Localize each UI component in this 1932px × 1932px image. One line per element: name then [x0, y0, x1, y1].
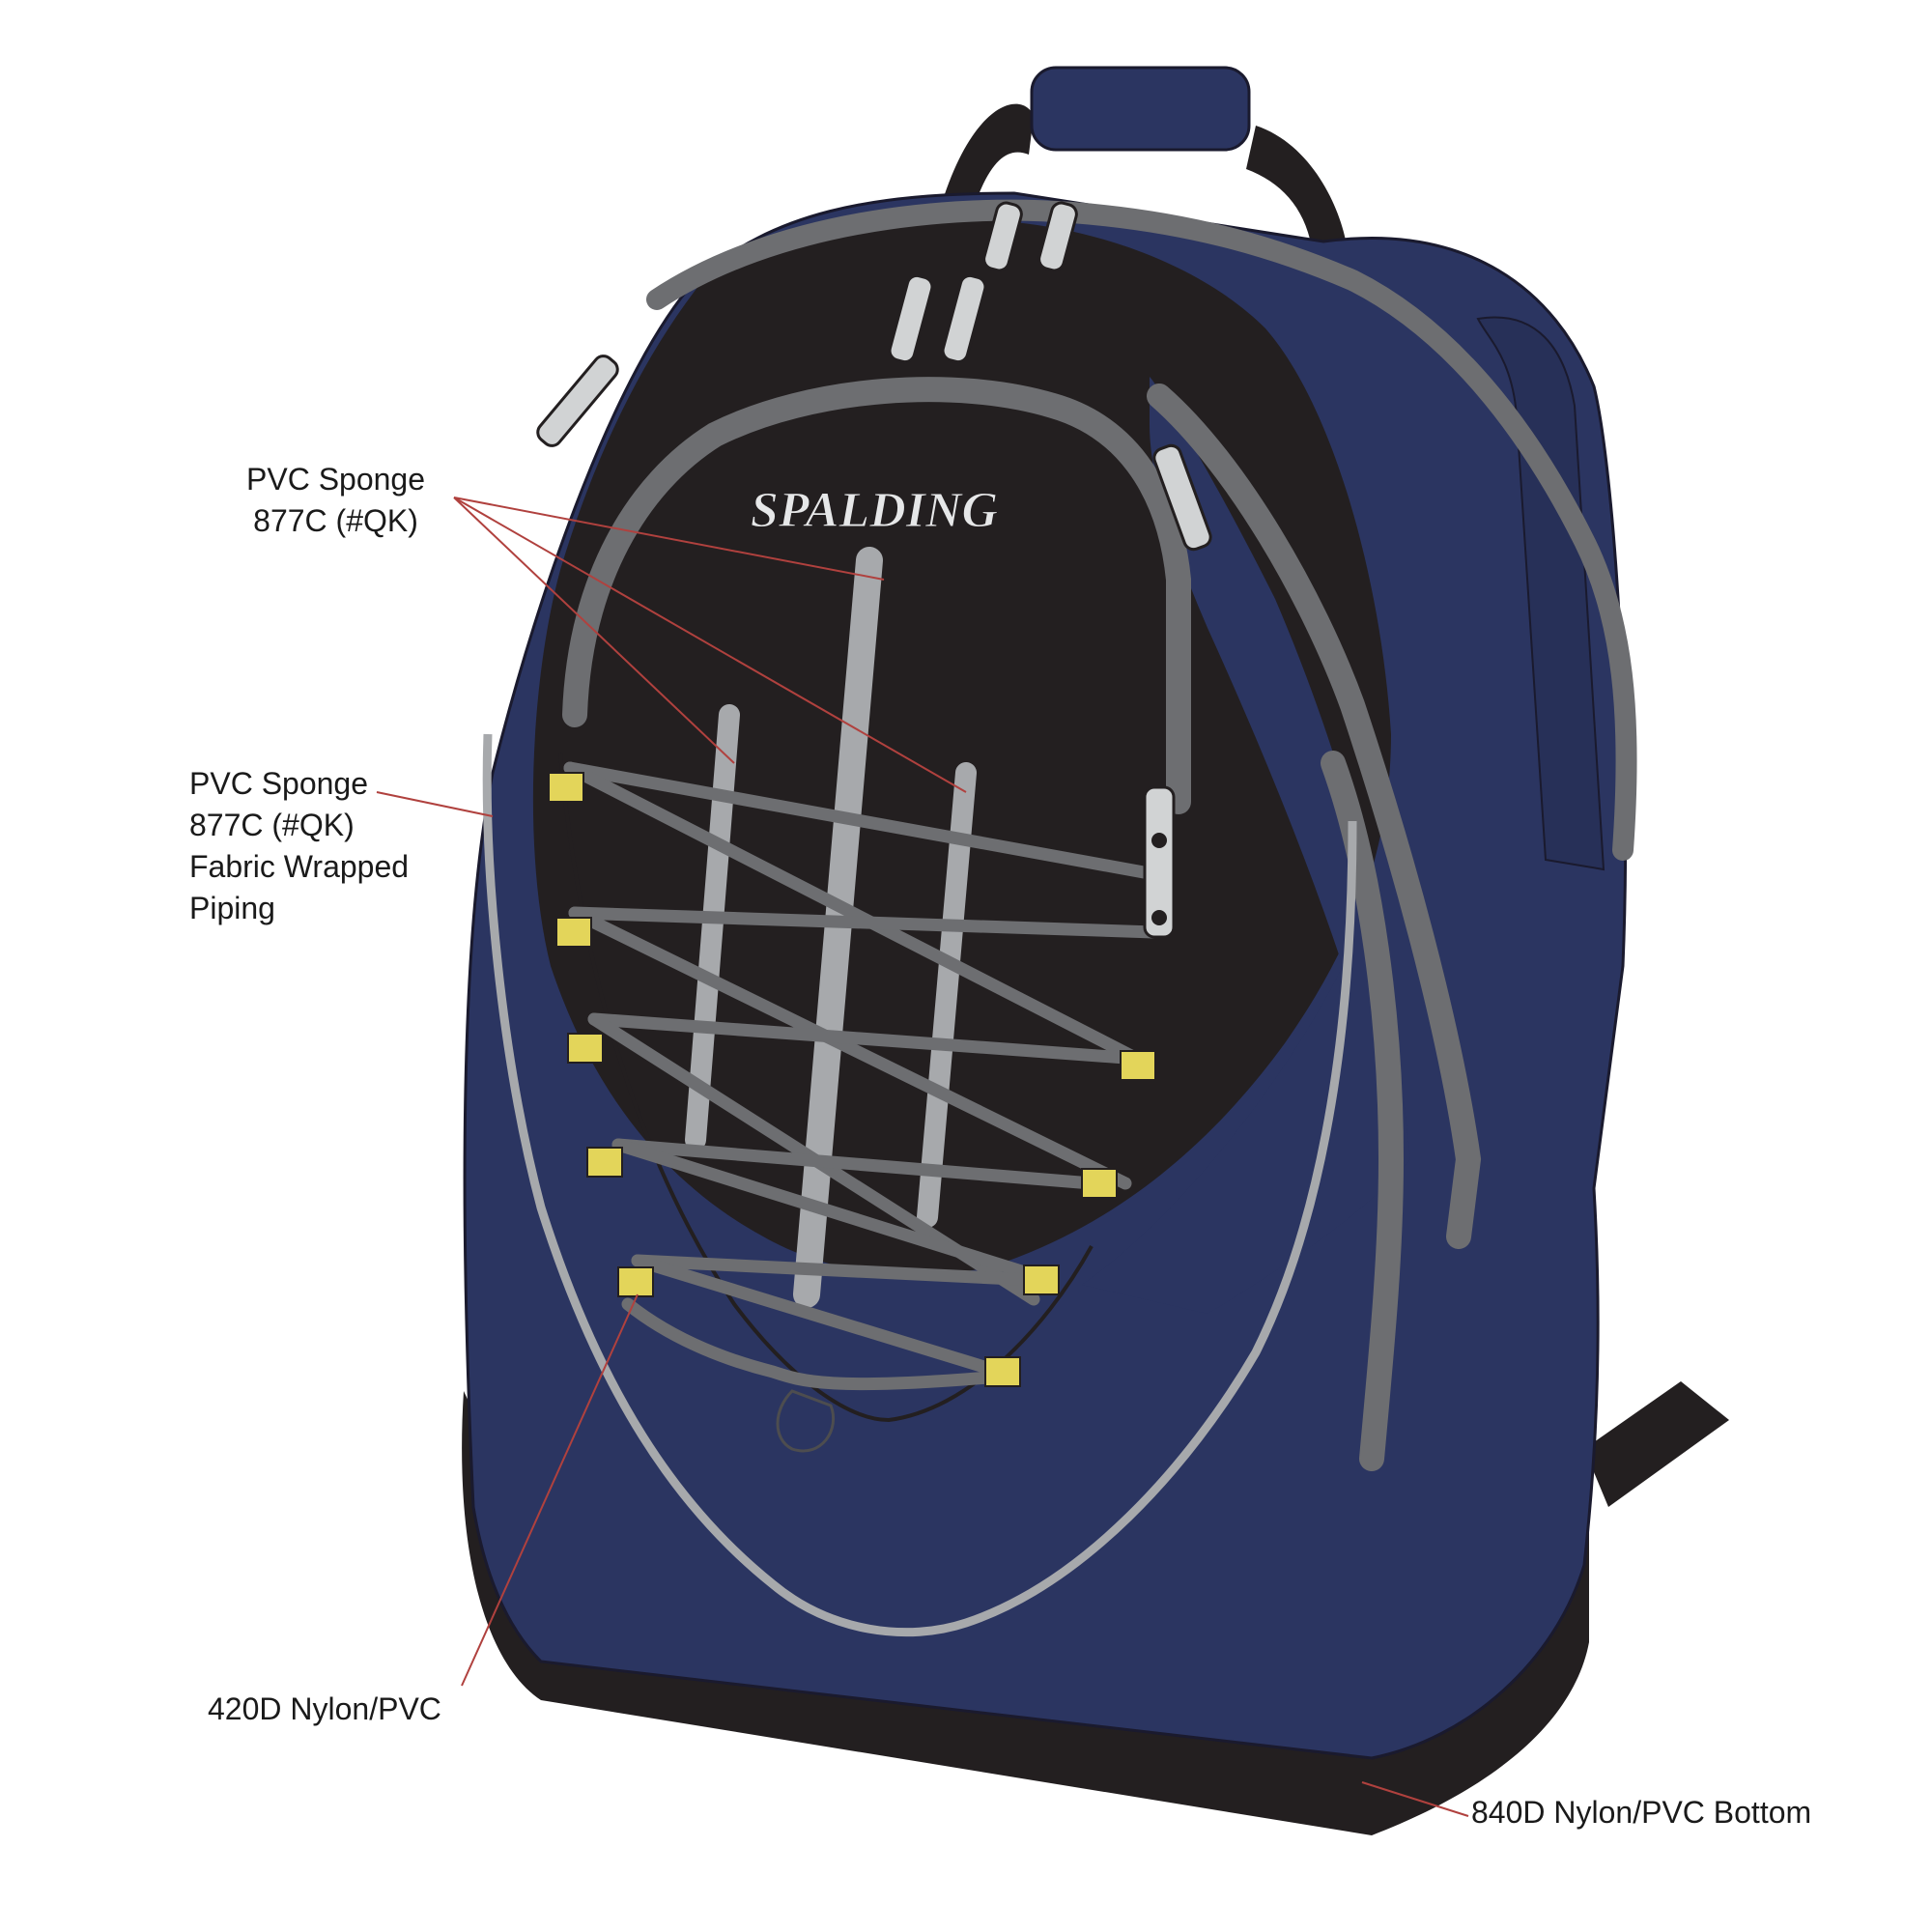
- callout-line: Piping: [189, 891, 275, 925]
- callout-line: 877C (#QK): [189, 808, 355, 842]
- callout-line: 420D Nylon/PVC: [208, 1691, 441, 1726]
- inner-arc-piping: [562, 377, 1191, 814]
- shoulder-strap: [1584, 1381, 1729, 1507]
- top-piping: [646, 199, 1637, 1471]
- callout-pvc-sponge: PVC Sponge 877C (#QK): [246, 459, 425, 542]
- zipper-holes: [1151, 833, 1167, 925]
- callout-840d-bottom: 840D Nylon/PVC Bottom: [1471, 1792, 1811, 1833]
- leader-lines: [376, 497, 1469, 1817]
- callout-line: 840D Nylon/PVC Bottom: [1471, 1795, 1812, 1830]
- callout-line: 877C (#QK): [253, 503, 418, 538]
- fabric-wrapped-piping: [482, 733, 1357, 1637]
- cord-anchors: [548, 772, 1156, 1387]
- callout-420d-nylon: 420D Nylon/PVC: [208, 1689, 441, 1730]
- callout-line: Fabric Wrapped: [189, 849, 410, 884]
- callout-line: PVC Sponge: [246, 462, 426, 497]
- callout-line: PVC Sponge: [189, 766, 369, 801]
- zipper-pulls: [536, 201, 1212, 939]
- lacing-detail-icon: [776, 1389, 836, 1453]
- side-panel: [1082, 377, 1410, 1314]
- bungee-cords: [563, 761, 1161, 1391]
- spalding-logo: SPALDING: [751, 483, 998, 538]
- callout-fabric-wrapped-piping: PVC Sponge 877C (#QK) Fabric Wrapped Pip…: [189, 763, 409, 929]
